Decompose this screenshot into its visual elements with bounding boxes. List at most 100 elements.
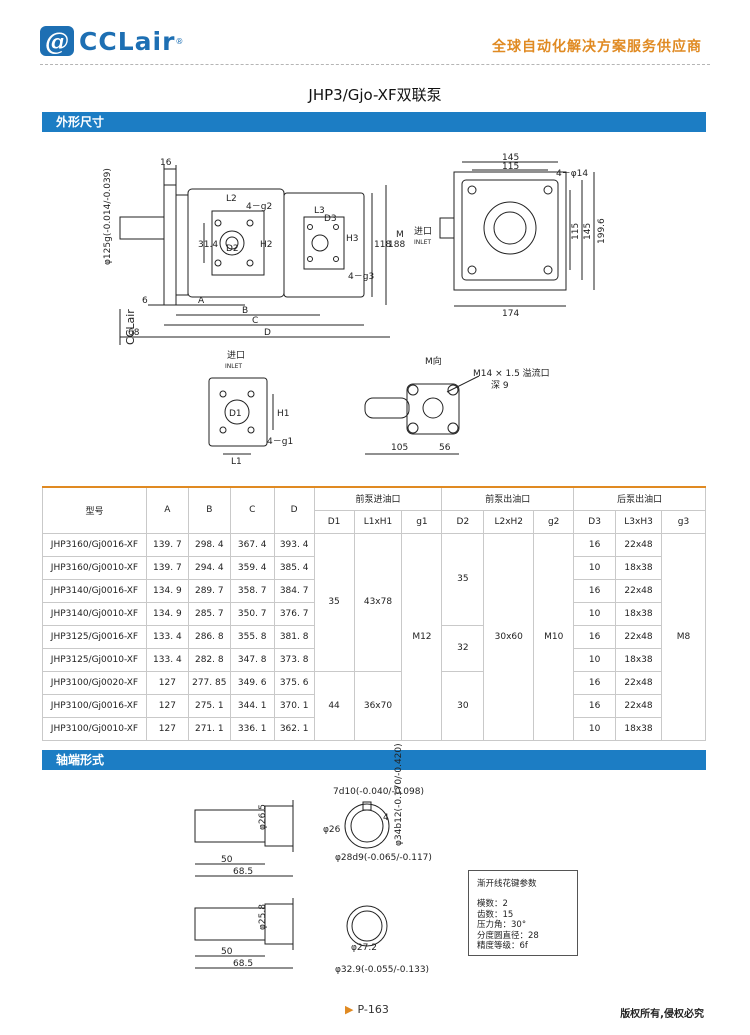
inlet2-cn: 进口 [227,350,245,361]
cell-model: JHP3140/Gj0010-XF [42,601,147,626]
cell-L3H3: 22x48 [615,693,662,718]
cell-L2H2: 30x60 [483,532,535,741]
dim-105: 105 [391,443,408,453]
cell-D: 381. 8 [273,624,315,649]
spline-title: 渐开线花键参数 [477,879,537,889]
slogan: 全球自动化解决方案服务供应商 [492,39,702,55]
header-divider [40,64,710,65]
cell-g2: M10 [533,532,575,741]
cell-C: 349. 6 [229,670,275,695]
cell-D: 370. 1 [273,693,315,718]
label-D1: D1 [229,409,242,419]
cell-A: 139. 7 [145,555,189,580]
key-h: 4 [383,813,389,823]
spline-param: 分度圆直径：28 [477,930,539,941]
cell-D: 385. 4 [273,555,315,580]
cell-C: 350. 7 [229,601,275,626]
cell-C: 344. 1 [229,693,275,718]
label-M: M [396,230,404,240]
spline-param-box: 渐开线花键参数 模数：2 齿数：15 压力角：30° 分度圆直径：28 精度等级… [468,870,578,956]
cell-D3: 10 [573,647,617,672]
dim-145v: 145 [583,223,593,240]
dia-32: φ32.9(-0.055/-0.133) [335,965,429,975]
inlet2-en: INLET [225,363,242,370]
cell-A: 133. 4 [145,624,189,649]
th-model: 型号 [42,486,147,534]
table-row: JHP3160/Gj0016-XF 139. 7 298. 4 367. 4 3… [42,532,706,741]
copyright: 版权所有,侵权必究 [620,1009,704,1020]
cell-D3: 10 [573,555,617,580]
len-68-5b: 68.5 [233,959,253,969]
brand-logo: @ CCLair ® [40,26,183,56]
len-50b: 50 [221,947,233,957]
cell-A: 127 [145,670,189,695]
section-bar-dimensions: 外形尺寸 [42,112,706,132]
cell-A: 139. 7 [145,532,189,557]
cell-model: JHP3100/Gj0016-XF [42,693,147,718]
th-D3: D3 [573,509,617,534]
label-H2: H2 [260,240,273,250]
dim-174: 174 [502,309,519,319]
cell-D3: 10 [573,601,617,626]
th-L3xH3: L3xH3 [615,509,662,534]
cell-A: 133. 4 [145,647,189,672]
cell-L3H3: 18x38 [615,555,662,580]
cell-model: JHP3100/Gj0020-XF [42,670,147,695]
m-view-drawing: M向 M14 × 1.5 溢流口 深 9 105 56 [364,355,550,455]
cell-D: 393. 4 [273,532,315,557]
page-number-text: P-163 [357,1003,389,1016]
cell-L3H3: 18x38 [615,716,662,741]
cell-B: 294. 4 [187,555,231,580]
dim-188: 188 [388,240,405,250]
th-front-outlet: 前泵出油口 [441,486,575,511]
cell-L1H1: 36x70 [353,670,403,741]
cell-B: 277. 85 [187,670,231,695]
cell-D2: 30 [441,670,485,741]
cell-D: 384. 7 [273,578,315,603]
cell-model: JHP3160/Gj0010-XF [42,555,147,580]
spec-table: 型号 A B C D 前泵进油口 前泵出油口 后泵出油口 D1 L1xH1 g1… [42,486,706,741]
inlet-detail-drawing: 进口 INLET D1 L1 H1 4－g1 [208,350,293,467]
table-row: JHP3100/Gj0010-XF 127 271. 1 336. 1 362.… [42,716,706,741]
len-50: 50 [221,855,233,865]
label-H1: H1 [277,409,290,419]
cell-A: 134. 9 [145,601,189,626]
cell-D3: 16 [573,670,617,695]
cell-C: 367. 4 [229,532,275,557]
dim-56: 56 [439,443,451,453]
th-rear-outlet: 后泵出油口 [573,486,706,511]
th-L1xH1: L1xH1 [353,509,403,534]
dim-D: D [264,328,271,338]
cell-D3: 16 [573,624,617,649]
cell-C: 347. 8 [229,647,275,672]
dim-115v: 115 [571,223,581,240]
arrow-right-icon: ▶ [345,1003,354,1016]
inlet-en: INLET [414,239,431,246]
dim-A: A [198,296,205,306]
dim-B: B [242,306,248,316]
dia-34: φ34b12(-0.170/-0.420) [394,743,404,846]
m-thread: M14 × 1.5 溢流口 [473,367,550,379]
th-g2: g2 [533,509,575,534]
cell-g3: M8 [661,532,706,741]
spline-param: 压力角：30° [477,920,527,930]
cell-L3H3: 22x48 [615,578,662,603]
dia-26: φ26 [323,825,341,835]
cell-model: JHP3125/Gj0016-XF [42,624,147,649]
label-L3: L3 [314,206,325,216]
label-g2: 4－g2 [246,202,272,212]
dim-118: 118 [374,240,391,250]
dim-31-4: 31.4 [198,240,218,250]
cell-B: 285. 7 [187,601,231,626]
cell-D3: 16 [573,578,617,603]
dia-27-2: φ27.2 [351,943,377,953]
th-C: C [229,486,275,534]
cell-C: 358. 7 [229,578,275,603]
dia-28: φ28d9(-0.065/-0.117) [335,853,432,863]
cell-model: JHP3100/Gj0010-XF [42,716,147,741]
dim-145: 145 [502,153,519,163]
table-row: JHP3100/Gj0020-XF 127 277. 85 349. 6 375… [42,670,706,741]
dim-115: 115 [502,162,519,172]
page-number: ▶P-163 [345,1003,389,1016]
cell-B: 275. 1 [187,693,231,718]
